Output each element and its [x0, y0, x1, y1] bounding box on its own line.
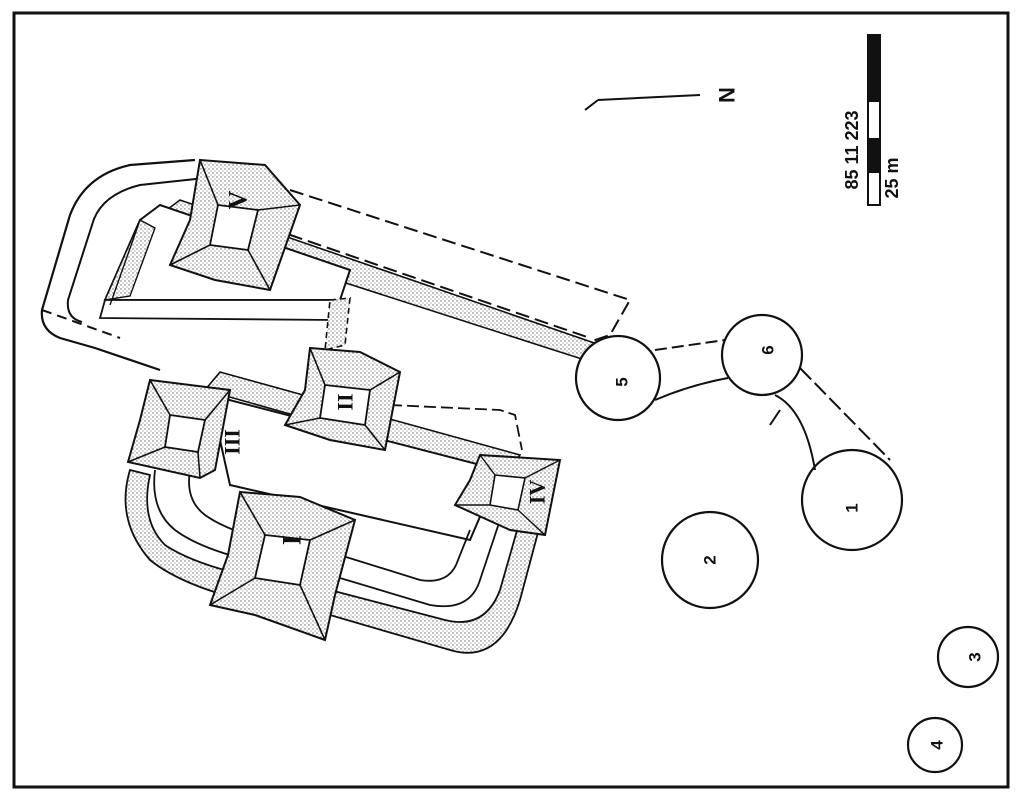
- mound-5-label: 5: [613, 377, 632, 386]
- structure-iii-label: III: [220, 429, 245, 455]
- mound-4: [906, 716, 964, 774]
- mound-3: [936, 625, 1000, 689]
- mound-6: [720, 313, 804, 397]
- mound-2: [660, 510, 760, 610]
- south-court: [208, 393, 502, 542]
- structure-ii: [283, 346, 402, 452]
- mound-1-label: 1: [843, 503, 862, 512]
- structure-iii: [126, 378, 232, 480]
- causeways: [654, 339, 891, 471]
- structure-iv-label: IV: [525, 480, 550, 505]
- structure-i-label: I: [278, 535, 307, 545]
- scale-length-label: 25 m: [882, 157, 902, 198]
- mound-1: [800, 448, 904, 552]
- mound-2-label: 2: [701, 555, 720, 564]
- north-label: N: [715, 87, 740, 103]
- map-frame: [12, 11, 1010, 789]
- connector-wall: [324, 297, 351, 352]
- mound-5: [574, 334, 662, 422]
- north-arrow: [584, 94, 701, 111]
- mound-6-label: 6: [759, 345, 778, 354]
- mound-4-label: 4: [928, 740, 947, 750]
- scale-bar: [867, 34, 881, 206]
- scale-code: 85 11 223: [842, 110, 862, 189]
- structure-i: [208, 490, 357, 642]
- structure-v-label: V: [224, 190, 253, 209]
- mound-3-label: 3: [966, 652, 985, 661]
- enclosure-outline: [40, 158, 632, 372]
- structure-ii-label: II: [333, 393, 358, 410]
- structure-v: [168, 158, 302, 292]
- structure-iv: [453, 453, 562, 537]
